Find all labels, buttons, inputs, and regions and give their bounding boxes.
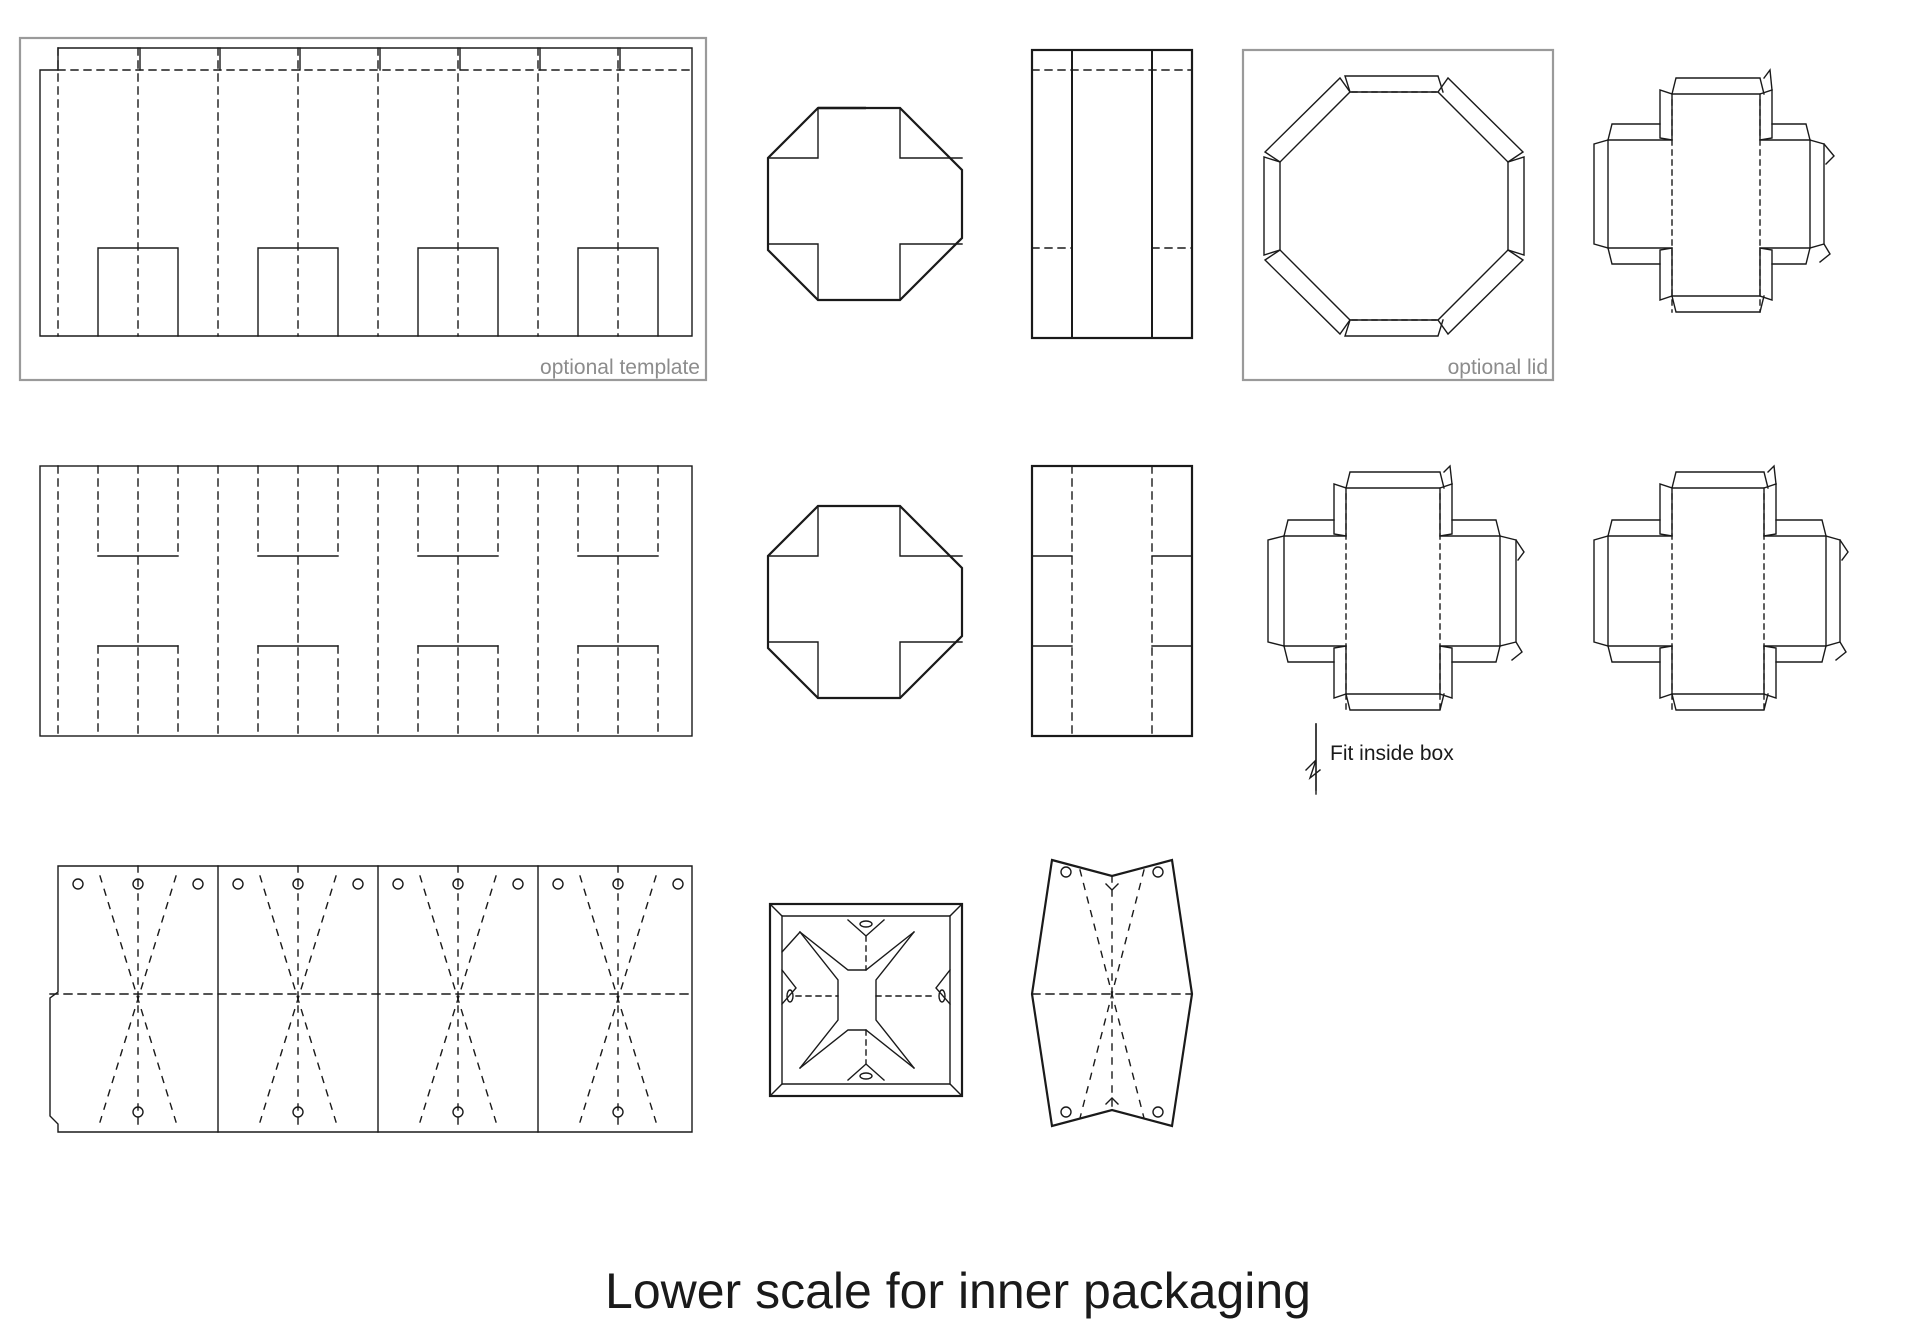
template-frame [18, 36, 708, 382]
octagon-lid [1263, 75, 1525, 337]
octagon-cross-1 [766, 106, 964, 302]
hex-sleeve [1030, 858, 1194, 1128]
lid-frame [1241, 48, 1555, 382]
cross-tray-1 [1593, 68, 1835, 313]
octagon-cross-2 [766, 504, 964, 700]
tray-strip-top [1030, 48, 1194, 340]
sleeve-net-bottom [49, 865, 693, 1133]
tray-strip-middle [1030, 464, 1194, 738]
page-caption: Lower scale for inner packaging [605, 1263, 1311, 1319]
sleeve-net-middle [39, 465, 693, 737]
cross-tray-3 [1593, 464, 1849, 711]
fit-note: Fit inside box [1330, 742, 1454, 765]
cross-tray-2 [1267, 464, 1525, 711]
lid-note: optional lid [1448, 356, 1548, 379]
template-note: optional template [540, 356, 700, 379]
square-x-tray [768, 902, 964, 1098]
sleeve-net-top [39, 47, 693, 337]
fit-marker [1305, 723, 1321, 795]
